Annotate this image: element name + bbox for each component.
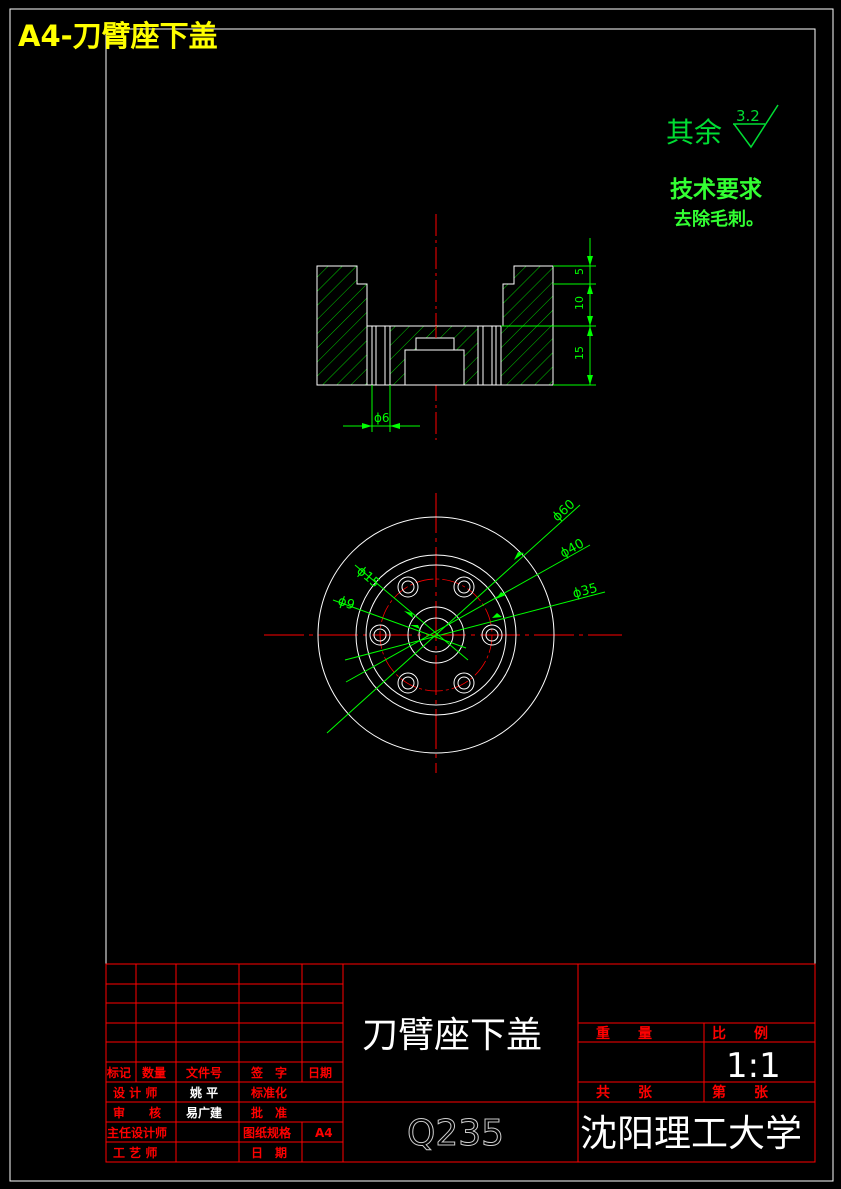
label-approve: 批 准 [251, 1105, 287, 1120]
label-date2: 日 期 [251, 1145, 287, 1160]
dim-phi40: ϕ40 [558, 536, 587, 561]
label-date: 日期 [308, 1065, 332, 1080]
label-mark: 标记 [106, 1065, 131, 1080]
surface-finish-prefix: 其余 [666, 116, 722, 149]
label-weight: 重 量 [596, 1025, 652, 1042]
dim-15: 15 [573, 346, 586, 360]
label-sign: 签 字 [250, 1065, 287, 1080]
label-reviewer: 审 核 [113, 1105, 161, 1120]
label-qty: 数量 [142, 1065, 166, 1080]
label-total-sheets: 共 张 [596, 1084, 653, 1101]
label-chief-designer: 主任设计师 [107, 1125, 167, 1140]
scale-value: 1:1 [726, 1046, 781, 1086]
sheet-title: A4-刀臂座下盖 [18, 19, 218, 53]
dim-phi60: ϕ60 [550, 497, 579, 525]
dim-5: 5 [573, 268, 586, 275]
material: Q235 [407, 1113, 504, 1154]
dim-10: 10 [573, 296, 586, 310]
label-process: 工 艺 师 [113, 1145, 157, 1160]
reviewer-name: 易广建 [186, 1105, 223, 1120]
roughness-value: 3.2 [736, 107, 760, 125]
surface-finish-symbol: 其余 3.2 [666, 104, 779, 149]
dim-phi6: ϕ6 [374, 411, 390, 425]
plan-view: ϕ60 ϕ40 ϕ35 ϕ15 ϕ9 [264, 493, 622, 773]
label-sheet-no: 第 张 [712, 1084, 769, 1101]
title-block [105, 963, 816, 1163]
paper-format-value: A4 [315, 1126, 333, 1140]
designer-name: 姚 平 [189, 1085, 218, 1100]
label-scale: 比 例 [712, 1025, 768, 1042]
school-name: 沈阳理工大学 [580, 1112, 802, 1155]
dim-phi9: ϕ9 [336, 594, 357, 614]
label-designer: 设 计 师 [113, 1085, 157, 1100]
tech-req-text: 去除毛刺。 [674, 208, 764, 230]
section-view: 5 10 15 ϕ6 [316, 214, 596, 440]
label-paper-format: 图纸规格 [243, 1125, 292, 1140]
outer-frame [9, 8, 834, 1182]
label-standardization: 标准化 [250, 1085, 287, 1100]
label-docno: 文件号 [186, 1065, 222, 1080]
tech-req-heading: 技术要求 [670, 177, 762, 203]
part-name: 刀臂座下盖 [362, 1015, 542, 1056]
dim-phi35: ϕ35 [571, 581, 599, 602]
